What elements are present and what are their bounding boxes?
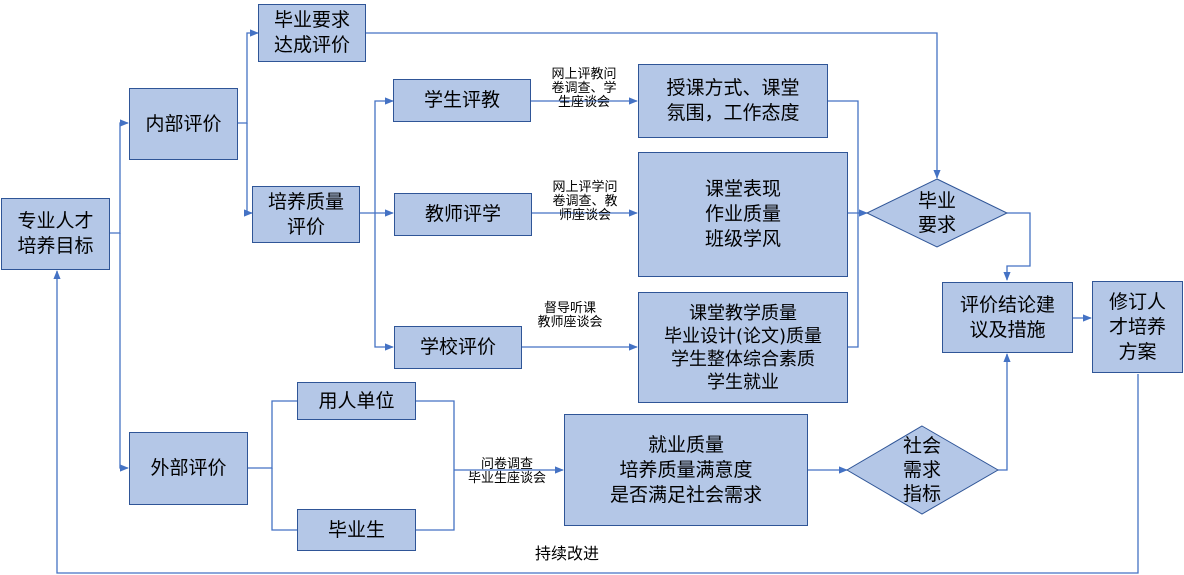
teaching-result-box: 授课方式、课堂 氛围，工作态度 [638, 64, 828, 138]
conclusion-box: 评价结论建 议及措施 [942, 282, 1073, 353]
training-quality-box: 培养质量 评价 [252, 186, 360, 243]
external-method-label: 问卷调查 毕业生座谈会 [467, 457, 546, 486]
training-goal-box: 专业人才 培养目标 [1, 198, 110, 270]
learning-result-box: 课堂表现 作业质量 班级学风 [638, 152, 848, 277]
school-eval-box: 学校评价 [394, 326, 522, 369]
social-demand-diamond-label: 社会 需求 指标 [902, 435, 941, 505]
continuous-improvement-label: 持续改进 [535, 544, 600, 563]
student-eval-box: 学生评教 [393, 79, 531, 122]
internal-eval-box: 内部评价 [129, 88, 238, 160]
school-method-label: 督导听课 教师座谈会 [537, 301, 603, 330]
external-eval-box: 外部评价 [129, 432, 248, 505]
teacher-method-label: 网上评学问 卷调查、教 师座谈会 [552, 180, 618, 223]
employment-result-box: 就业质量 培养质量满意度 是否满足社会需求 [564, 414, 808, 526]
employer-box: 用人单位 [297, 382, 416, 420]
grad-req-diamond-label: 毕业 要求 [917, 190, 956, 236]
grad-req-eval-box: 毕业要求 达成评价 [258, 4, 366, 62]
revise-plan-box: 修订人 才培养 方案 [1092, 281, 1183, 373]
social-demand-diamond [846, 425, 999, 515]
teacher-eval-box: 教师评学 [394, 193, 532, 236]
school-result-box: 课堂教学质量 毕业设计(论文)质量 学生整体综合素质 学生就业 [638, 292, 848, 403]
student-method-label: 网上评教问 卷调查、学 生座谈会 [551, 67, 617, 110]
grad-req-diamond [865, 178, 1009, 248]
graduate-box: 毕业生 [297, 509, 416, 551]
